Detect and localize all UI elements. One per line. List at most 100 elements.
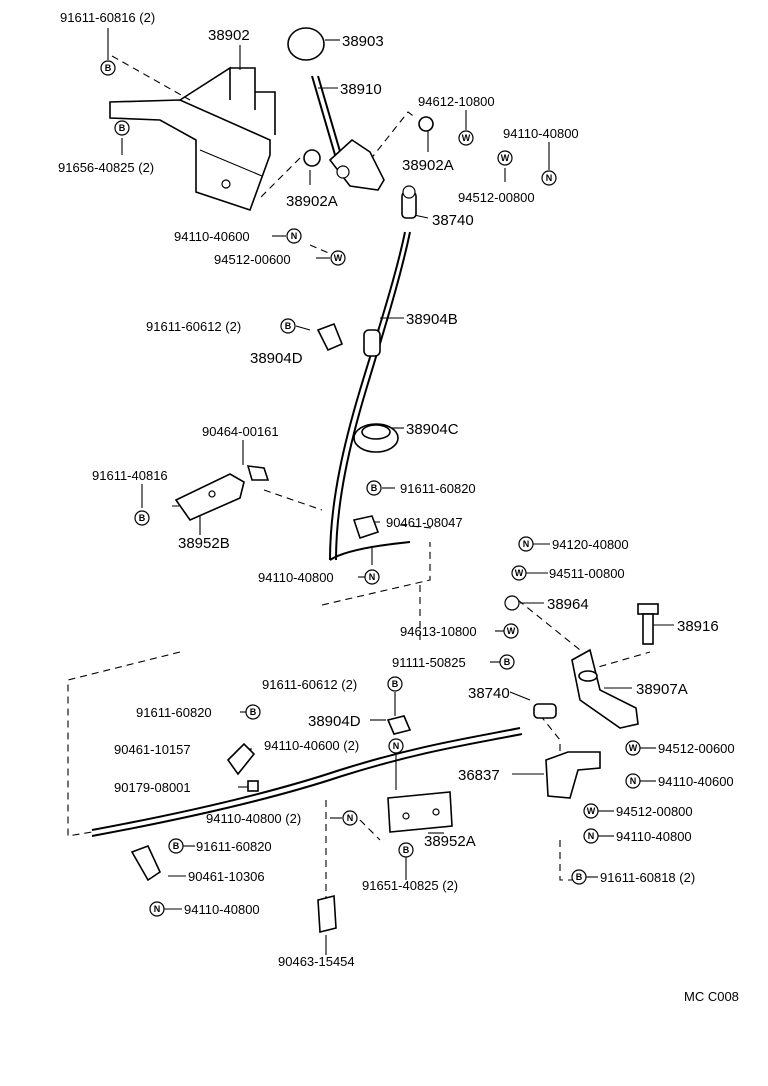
label-38907A: 38907A: [636, 681, 688, 698]
svg-text:N: N: [588, 831, 595, 841]
svg-text:B: B: [119, 123, 126, 133]
bracket-38952A: [387, 791, 453, 833]
svg-text:N: N: [154, 904, 161, 914]
svg-text:W: W: [515, 568, 524, 578]
svg-text:B: B: [139, 513, 146, 523]
cable-38904B: [329, 231, 411, 561]
diagram-code: MC C008: [684, 989, 739, 1004]
lower-cable: [91, 727, 523, 837]
label-94110-40800-b: 94110-40800: [258, 570, 334, 585]
grommet-38904C: [353, 423, 399, 453]
label-94512-00800-a: 94512-00800: [458, 190, 535, 205]
label-91611-60820-c: 91611-60820: [196, 839, 272, 854]
label-90463-15454: 90463-15454: [278, 954, 355, 969]
label-38904D-top: 38904D: [250, 350, 303, 367]
label-36837: 36837: [458, 767, 500, 784]
svg-text:N: N: [291, 231, 298, 241]
label-38952B: 38952B: [178, 535, 230, 552]
part-labels: 38902 38903 38910 38902A 38902A 38740 38…: [178, 27, 719, 850]
clip-90461-10157: [226, 742, 256, 776]
label-94512-00600-b: 94512-00600: [658, 741, 735, 756]
label-91611-60820-a: 91611-60820: [400, 481, 476, 496]
bracket-36837: [545, 751, 601, 799]
label-94110-40600-b: 94110-40600 (2): [264, 738, 359, 753]
label-94110-40800-c: 94110-40800 (2): [206, 811, 301, 826]
label-94110-40800-a: 94110-40800: [503, 126, 579, 141]
label-91656-40825: 91656-40825 (2): [58, 160, 154, 175]
label-38916: 38916: [677, 618, 719, 635]
label-38952A: 38952A: [424, 833, 476, 850]
label-91611-60612-b: 91611-60612 (2): [262, 677, 357, 692]
label-91611-40816: 91611-40816: [92, 468, 168, 483]
svg-text:B: B: [285, 321, 292, 331]
label-94110-40600-a: 94110-40600: [174, 229, 250, 244]
svg-text:W: W: [462, 133, 471, 143]
clip-90179-08001: [247, 780, 259, 792]
assembly-dashed-lines: [67, 55, 651, 900]
svg-text:B: B: [392, 679, 399, 689]
fastener-labels: 91611-60816 (2) 91656-40825 (2) 94612-10…: [58, 10, 735, 969]
svg-text:N: N: [347, 813, 354, 823]
svg-text:B: B: [504, 657, 511, 667]
cable-end-38740-top: [401, 185, 417, 219]
svg-text:N: N: [546, 173, 553, 183]
label-38902: 38902: [208, 27, 250, 44]
label-94512-00800-b: 94512-00800: [616, 804, 693, 819]
leader-lines: [107, 28, 674, 955]
label-90461-10306: 90461-10306: [188, 869, 265, 884]
label-94120-40800: 94120-40800: [552, 537, 629, 552]
svg-text:W: W: [501, 153, 510, 163]
label-38964: 38964: [547, 596, 589, 613]
label-91611-60612-a: 91611-60612 (2): [146, 319, 241, 334]
label-91611-60820-b: 91611-60820: [136, 705, 212, 720]
label-94511-00800: 94511-00800: [549, 566, 625, 581]
svg-text:W: W: [507, 626, 516, 636]
bracket-38952B: [174, 473, 245, 521]
svg-text:N: N: [523, 539, 530, 549]
label-91651-40825: 91651-40825 (2): [362, 878, 458, 893]
label-90461-08047: 90461-08047: [386, 515, 463, 530]
label-38903: 38903: [342, 33, 384, 50]
svg-text:B: B: [371, 483, 378, 493]
svg-text:N: N: [369, 572, 376, 582]
label-38740-bottom: 38740: [468, 685, 510, 702]
label-94110-40800-e: 94110-40800: [616, 829, 692, 844]
shift-knob-38903: [287, 27, 325, 61]
cable-end-38740-bot: [533, 703, 557, 719]
bolt-38916: [637, 603, 659, 645]
label-38740-top: 38740: [432, 212, 474, 229]
clip-90463-15454: [317, 894, 337, 934]
clamp-38904D-top: [316, 322, 344, 352]
svg-text:W: W: [587, 806, 596, 816]
label-94110-40600-c: 94110-40600: [658, 774, 734, 789]
shift-lever-38910: [311, 75, 385, 191]
svg-text:B: B: [250, 707, 257, 717]
bracket-38902: [109, 66, 276, 212]
svg-text:W: W: [629, 743, 638, 753]
fastener-symbols: B B W N W N W B B B N N W W B B B N N B …: [100, 60, 641, 917]
svg-text:B: B: [403, 845, 410, 855]
clip-90461-08047: [352, 515, 380, 540]
label-91111-50825: 91111-50825: [392, 655, 466, 670]
svg-text:N: N: [393, 741, 400, 751]
label-38904D-bottom: 38904D: [308, 713, 361, 730]
label-38910: 38910: [340, 81, 382, 98]
label-90464-00161: 90464-00161: [202, 424, 279, 439]
label-38902A-left: 38902A: [286, 193, 338, 210]
label-94512-00600-a: 94512-00600: [214, 252, 291, 267]
label-94612-10800: 94612-10800: [418, 94, 495, 109]
label-38902A-right: 38902A: [402, 157, 454, 174]
bushings-38902A: [303, 116, 434, 167]
label-38904B: 38904B: [406, 311, 458, 328]
label-91611-60816: 91611-60816 (2): [60, 10, 155, 25]
label-90461-10157: 90461-10157: [114, 742, 191, 757]
lever-38907A: [571, 648, 639, 729]
svg-text:B: B: [173, 841, 180, 851]
label-94613-10800: 94613-10800: [400, 624, 477, 639]
label-94110-40800-d: 94110-40800: [184, 902, 260, 917]
svg-text:W: W: [334, 253, 343, 263]
label-90179-08001: 90179-08001: [114, 780, 191, 795]
clamp-38904D-bot: [386, 715, 412, 735]
svg-text:B: B: [576, 872, 583, 882]
